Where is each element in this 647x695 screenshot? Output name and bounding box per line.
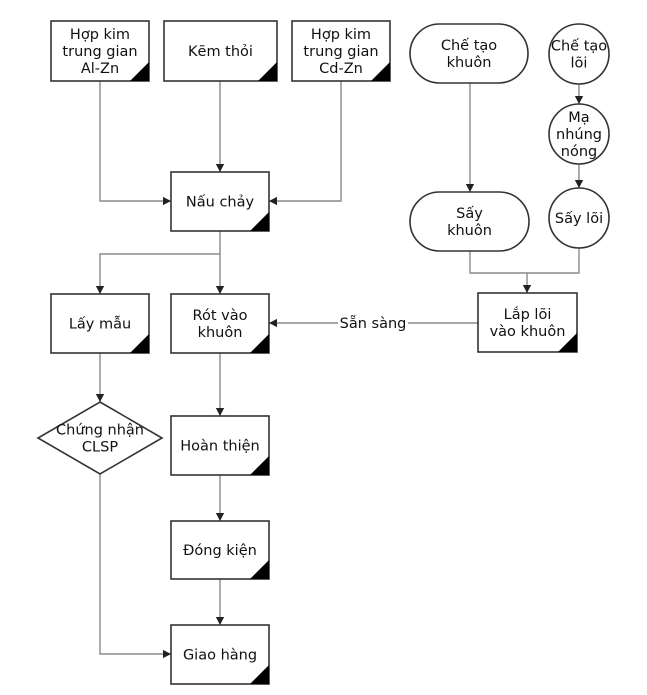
corner-marker-icon xyxy=(250,212,269,231)
arrowhead-icon xyxy=(163,196,171,206)
node-label: Mạ xyxy=(568,110,589,126)
circle-shape xyxy=(548,187,610,249)
corner-marker-icon xyxy=(371,62,390,81)
connectors xyxy=(99,81,580,655)
node-label: khuôn xyxy=(447,55,492,71)
edge-labels: Sẵn sàng xyxy=(340,315,407,332)
connector-say-loi-to-lap-loi-vao-khuon xyxy=(527,248,580,274)
node-lay-mau: Lấy mẫu xyxy=(50,293,150,354)
node-label: Chế tạo xyxy=(551,38,607,55)
process-box xyxy=(477,292,578,353)
node-label: lõi xyxy=(571,56,588,72)
arrowhead-icon xyxy=(215,164,225,172)
node-label: Đóng kiện xyxy=(183,543,257,559)
circle-shape xyxy=(548,23,610,85)
corner-marker-icon xyxy=(250,665,269,684)
arrowhead-icon xyxy=(95,286,105,294)
arrowheads xyxy=(95,96,584,659)
node-label: trung gian xyxy=(303,44,378,60)
node-giao-hang: Giao hàng xyxy=(170,624,270,685)
arrowhead-icon xyxy=(574,180,584,188)
node-label: CLSP xyxy=(82,440,118,456)
arrowhead-icon xyxy=(269,318,277,328)
node-label: nóng xyxy=(561,144,597,160)
process-box xyxy=(170,520,270,580)
corner-marker-icon xyxy=(250,334,269,353)
corner-marker-icon xyxy=(130,334,149,353)
terminator-shape xyxy=(409,191,530,252)
corner-marker-icon xyxy=(130,62,149,81)
node-label: Hoàn thiện xyxy=(180,439,259,455)
node-label: Lắp lõi xyxy=(504,306,552,323)
node-label: Hợp kim xyxy=(70,27,130,43)
node-nau-chay: Nấu chảy xyxy=(170,171,270,232)
connector-say-khuon-to-lap-loi-vao-khuon xyxy=(469,251,528,293)
node-say-loi: Sấy lõi xyxy=(548,187,610,249)
arrowhead-icon xyxy=(215,286,225,294)
node-label: vào khuôn xyxy=(490,324,566,340)
arrowhead-icon xyxy=(269,196,277,206)
connector-hop-kim-al-zn-to-nau-chay xyxy=(99,81,171,202)
process-box xyxy=(50,293,150,354)
connector-chung-nhan-clsp-to-giao-hang xyxy=(99,474,171,655)
node-label: Rót vào xyxy=(193,308,248,324)
process-box xyxy=(50,20,150,82)
node-label: Sấy xyxy=(456,206,483,222)
node-label: Chế tạo xyxy=(441,37,497,54)
node-label: Sấy lõi xyxy=(555,211,603,227)
arrowhead-icon xyxy=(215,408,225,416)
arrowhead-icon xyxy=(215,513,225,521)
node-label: Cd-Zn xyxy=(319,61,363,77)
process-box xyxy=(170,171,270,232)
node-label: Kẽm thỏi xyxy=(188,44,253,60)
arrowhead-icon xyxy=(95,394,105,402)
node-label: nhúng xyxy=(556,127,602,143)
node-label: khuôn xyxy=(447,223,492,239)
node-hoan-thien: Hoàn thiện xyxy=(170,415,270,476)
node-label: Giao hàng xyxy=(183,648,257,664)
corner-marker-icon xyxy=(558,333,577,352)
node-label: Lấy mẫu xyxy=(69,316,131,333)
arrowhead-icon xyxy=(215,617,225,625)
corner-marker-icon xyxy=(250,560,269,579)
node-kem-thoi: Kẽm thỏi xyxy=(163,20,278,82)
node-label: Chứng nhận xyxy=(56,423,144,439)
arrowhead-icon xyxy=(163,649,171,659)
node-label: khuôn xyxy=(198,325,243,341)
terminator-shape xyxy=(409,23,529,84)
node-label: Al-Zn xyxy=(81,61,119,77)
node-dong-kien: Đóng kiện xyxy=(170,520,270,580)
node-label: Nấu chảy xyxy=(186,195,255,211)
arrowhead-icon xyxy=(465,184,475,192)
node-label: Hợp kim xyxy=(311,27,371,43)
arrowhead-icon xyxy=(522,285,532,293)
process-box xyxy=(170,624,270,685)
circle-shape xyxy=(548,103,610,165)
process-box xyxy=(170,293,270,354)
process-box xyxy=(291,20,391,82)
process-box xyxy=(170,415,270,476)
connector-hop-kim-cd-zn-to-nau-chay xyxy=(269,81,342,202)
decision-diamond xyxy=(36,401,164,475)
corner-marker-icon xyxy=(250,456,269,475)
corner-marker-icon xyxy=(258,62,277,81)
edge-label-san-sang: Sẵn sàng xyxy=(340,315,407,332)
process-box xyxy=(163,20,278,82)
node-label: trung gian xyxy=(62,44,137,60)
arrowhead-icon xyxy=(574,96,584,104)
connector-nau-chay-to-lay-mau xyxy=(99,231,221,294)
